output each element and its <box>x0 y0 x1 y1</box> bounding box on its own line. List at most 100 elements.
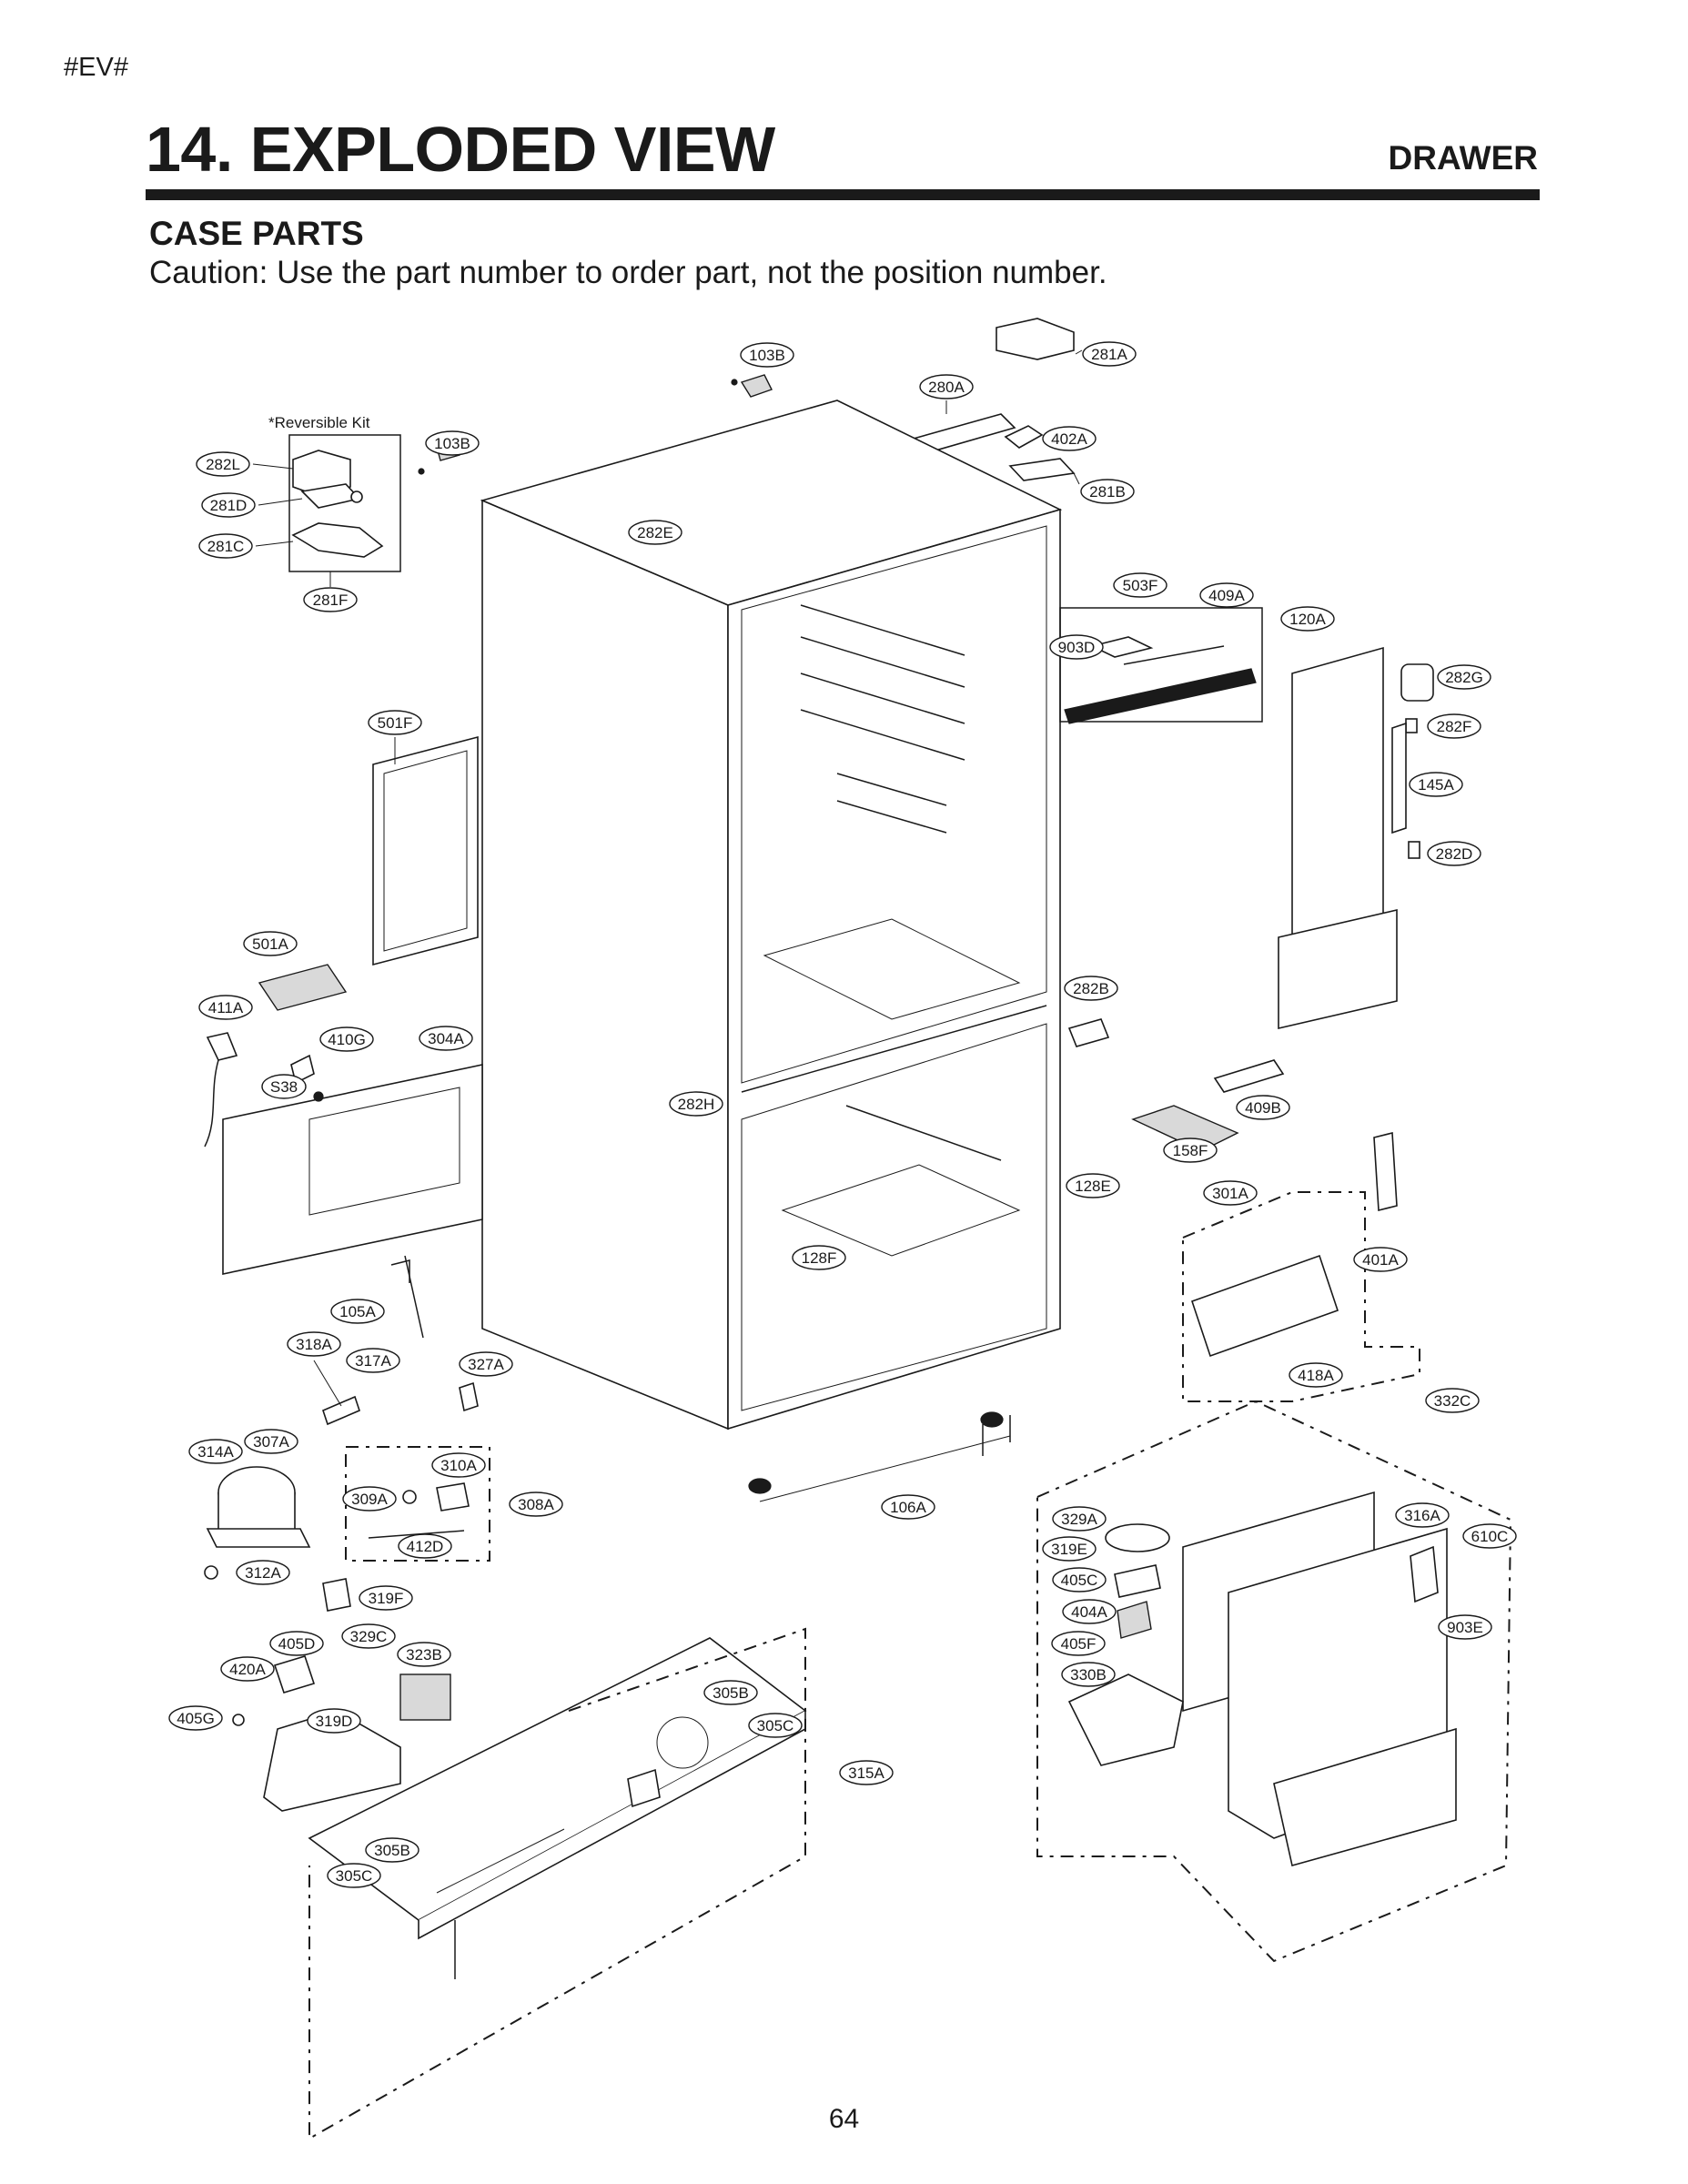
callout-label: 281F <box>313 592 349 609</box>
callout-label: 305C <box>757 1717 794 1734</box>
callout-ring <box>1163 1138 1218 1163</box>
callout-332c: 332C <box>1425 1388 1480 1413</box>
callout-ring <box>1199 582 1254 608</box>
section-heading: CASE PARTS <box>149 215 364 252</box>
callout-ring <box>1049 634 1104 660</box>
callout-282l: 282L <box>196 451 250 477</box>
callout-label: 282H <box>678 1096 715 1113</box>
callout-label: 405C <box>1061 1572 1098 1589</box>
callout-610c: 610C <box>1462 1523 1517 1549</box>
callout-label: 304A <box>428 1030 464 1047</box>
callout-ring <box>201 492 256 518</box>
callout-323b: 323B <box>397 1642 451 1667</box>
callout-ring <box>740 342 794 368</box>
callout-307a: 307A <box>244 1429 298 1454</box>
callout-ring <box>1425 1388 1480 1413</box>
callout-412d: 412D <box>398 1533 452 1559</box>
callout-label: 405D <box>278 1635 316 1653</box>
callout-ring <box>365 1837 419 1863</box>
callout-s38: S38 <box>261 1074 307 1099</box>
callout-ring <box>1280 606 1335 632</box>
callout-318a: 318A <box>287 1331 341 1357</box>
callout-ring <box>1066 1173 1120 1198</box>
callout-ring <box>220 1656 275 1682</box>
document-tag: #EV# <box>64 53 128 82</box>
callout-ring <box>236 1560 290 1585</box>
callout-label: 323B <box>406 1646 442 1663</box>
callout-ring <box>669 1091 723 1117</box>
callout-ring <box>919 374 974 399</box>
callout-label: 409B <box>1245 1099 1281 1117</box>
callout-label: 281B <box>1089 483 1126 500</box>
callout-501a: 501A <box>243 931 298 956</box>
callout-282h: 282H <box>669 1091 723 1117</box>
callout-ring <box>244 1429 298 1454</box>
callout-ring <box>342 1486 397 1512</box>
callout-281a: 281A <box>1082 341 1137 367</box>
callout-label: 282G <box>1445 669 1483 686</box>
callout-ring <box>1064 976 1118 1001</box>
callout-label: 282D <box>1436 845 1473 863</box>
callout-ring <box>261 1074 307 1099</box>
callout-label: 310A <box>440 1457 477 1474</box>
callout-label: 411A <box>208 999 244 1016</box>
callout-label: 330B <box>1070 1666 1107 1684</box>
callout-105a: 105A <box>330 1299 385 1324</box>
callout-404a: 404A <box>1062 1599 1117 1624</box>
callout-ring <box>330 1299 385 1324</box>
callout-label: 282E <box>637 524 673 541</box>
callout-ring <box>243 931 298 956</box>
callout-ring <box>1409 772 1463 797</box>
callout-label: 409A <box>1208 587 1245 604</box>
callout-304a: 304A <box>419 1026 473 1051</box>
callout-ring <box>1353 1247 1408 1272</box>
callout-ring <box>196 451 250 477</box>
callout-312a: 312A <box>236 1560 290 1585</box>
callout-ring <box>1438 1614 1492 1640</box>
callout-label: 309A <box>351 1491 388 1508</box>
callout-ring <box>792 1245 846 1270</box>
callout-103b: 103B <box>425 430 480 456</box>
refrigerator-cabinet <box>480 399 1063 1502</box>
callout-281f: 281F <box>303 587 358 612</box>
callout-409a: 409A <box>1199 582 1254 608</box>
callout-128e: 128E <box>1066 1173 1120 1198</box>
reversible-kit-group: *Reversible Kit <box>252 414 401 587</box>
callout-label: 420A <box>229 1661 266 1678</box>
left-side-parts <box>204 735 483 1426</box>
callout-305b: 305B <box>365 1837 419 1863</box>
callout-329c: 329C <box>341 1623 396 1649</box>
callout-ring <box>628 520 682 545</box>
callout-ring <box>419 1026 473 1051</box>
callout-label: 120A <box>1289 611 1326 628</box>
callout-282g: 282G <box>1437 664 1491 690</box>
callout-402a: 402A <box>1042 426 1097 451</box>
callout-ring <box>346 1348 400 1373</box>
callout-ring <box>359 1585 413 1611</box>
callout-label: 106A <box>890 1499 926 1516</box>
callout-label: 312A <box>245 1564 281 1582</box>
callout-label: 281A <box>1091 346 1127 363</box>
callout-ring <box>319 1026 374 1052</box>
callout-label: 503F <box>1123 577 1158 594</box>
callout-label: 145A <box>1418 776 1454 794</box>
callout-ring <box>1437 664 1491 690</box>
callout-401a: 401A <box>1353 1247 1408 1272</box>
callout-ring <box>287 1331 341 1357</box>
callout-label: 282L <box>206 456 240 473</box>
callout-label: 305B <box>713 1684 749 1702</box>
callout-308a: 308A <box>509 1491 563 1517</box>
callout-ring <box>307 1708 361 1734</box>
callout-ring <box>703 1680 758 1705</box>
callout-281b: 281B <box>1080 479 1135 504</box>
callout-label: 405G <box>177 1710 215 1727</box>
fan-assembly-group <box>1036 1400 1512 1963</box>
callout-305c: 305C <box>748 1713 803 1738</box>
callout-label: 128F <box>802 1249 837 1267</box>
callout-label: 307A <box>253 1433 289 1451</box>
callout-ring <box>425 430 480 456</box>
callout-ring <box>1061 1662 1116 1687</box>
callout-label: 282F <box>1437 718 1472 735</box>
callout-label: 282B <box>1073 980 1109 997</box>
callout-ring <box>1462 1523 1517 1549</box>
